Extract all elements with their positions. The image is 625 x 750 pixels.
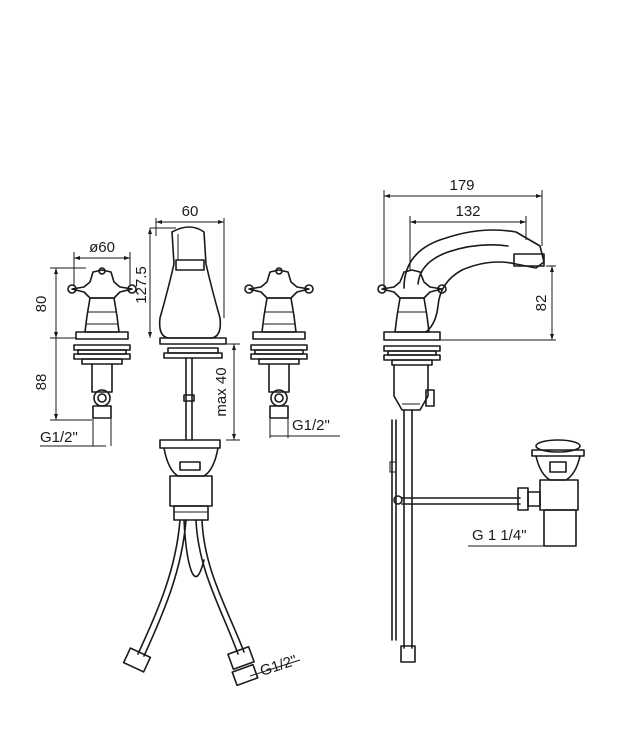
dim-side-overall: 179: [449, 177, 474, 194]
dim-side-spout-height: 82: [533, 295, 550, 312]
dim-hose-thread: G1/2": [258, 652, 299, 680]
spout-front: [158, 226, 227, 441]
dim-left-thread: G1/2": [40, 429, 78, 446]
right-valve-dimension: G1/2": [269, 417, 340, 438]
dim-left-diameter: ø60: [89, 239, 115, 256]
dim-deck-max: max 40: [213, 367, 230, 416]
side-view-waste: [517, 439, 585, 547]
dim-waste-thread: G 1 1/4": [472, 527, 527, 544]
left-dimensions: ø60 80 88 G1/2": [33, 239, 131, 447]
dim-side-spout-reach: 132: [455, 203, 480, 220]
dim-left-handle-height: 80: [33, 296, 50, 313]
dim-right-thread: G1/2": [292, 417, 330, 434]
side-view-faucet: [377, 229, 545, 663]
dim-spout-height: 127.5: [133, 266, 150, 304]
waste-front-and-hoses: [122, 439, 259, 687]
dim-spout-width: 60: [182, 203, 199, 220]
spout-dimensions: 60 127.5 max 40: [133, 203, 240, 441]
side-dimensions: 179 132 82 G 1 1/4": [383, 177, 556, 547]
right-handle-valve: [244, 267, 314, 419]
dim-left-shank: 88: [33, 374, 50, 391]
left-handle-valve: [67, 267, 137, 419]
